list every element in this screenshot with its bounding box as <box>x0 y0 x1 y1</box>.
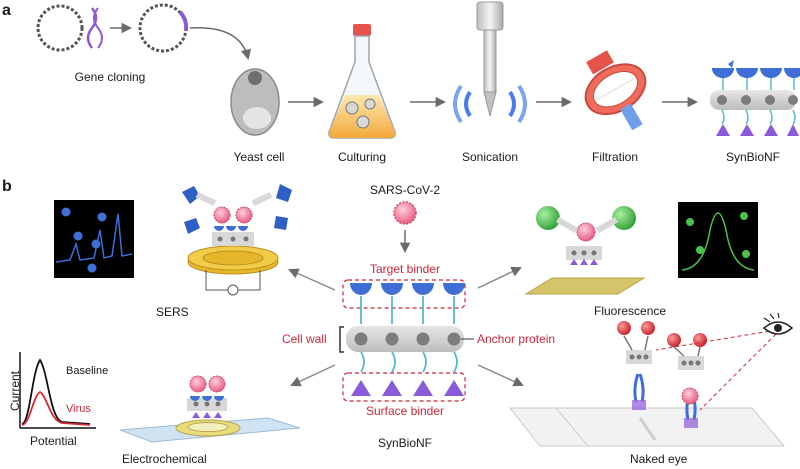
plot-xlabel: Potential <box>30 434 77 448</box>
cell-wall-with-anchors <box>339 296 474 373</box>
fluorescence-sensor-illustration <box>524 206 646 295</box>
plot-baseline-label: Baseline <box>66 365 109 377</box>
gene-cloning-label: Gene cloning <box>74 70 146 84</box>
surface-binder-label: Surface binder <box>365 404 445 418</box>
synbionf-label-a: SynBioNF <box>725 150 781 164</box>
capture-column-right <box>667 333 707 428</box>
filtration-label: Filtration <box>591 150 639 164</box>
naked-eye-label: Naked eye <box>630 452 688 466</box>
target-binder-group <box>342 279 466 309</box>
yeast-cell-label: Yeast cell <box>233 150 285 164</box>
synbionf-small-illustration <box>710 60 800 136</box>
anchor-protein-label: Anchor protein <box>477 332 556 346</box>
cell-wall-label: Cell wall <box>282 332 327 346</box>
yeast-cell-illustration <box>230 68 280 136</box>
voltammetry-plot <box>19 352 96 429</box>
eye-icon <box>762 312 794 335</box>
syringe-filter-illustration <box>584 50 647 131</box>
electrochemical-sensor-illustration <box>119 375 301 443</box>
sars-cov-2-virus <box>393 201 417 225</box>
sonication-probe-illustration <box>453 1 527 124</box>
culturing-label: Culturing <box>337 150 387 164</box>
sonication-label: Sonication <box>461 150 519 164</box>
synbionf-label-b: SynBioNF <box>377 436 433 450</box>
capture-column-left <box>617 321 655 410</box>
culture-flask-illustration <box>328 24 396 139</box>
sars-cov-2-label: SARS-CoV-2 <box>369 183 441 197</box>
sers-sensor-illustration <box>182 184 292 296</box>
electrochemical-label: Electrochemical <box>122 452 207 466</box>
lateral-flow-strip-illustration <box>508 321 786 447</box>
target-binder-label: Target binder <box>369 262 441 276</box>
plot-virus-label: Virus <box>66 403 91 415</box>
fluorescence-signal-panel <box>678 202 758 278</box>
fluorescence-label: Fluorescence <box>594 304 667 318</box>
surface-binder-group <box>342 372 466 402</box>
plot-ylabel: Current <box>8 371 22 412</box>
sers-spectrum-panel <box>54 200 134 278</box>
sers-label: SERS <box>156 305 189 319</box>
panel-b-letter: b <box>2 178 12 195</box>
gene-cloning-illustration <box>36 3 252 61</box>
panel-a-letter: a <box>2 2 11 19</box>
